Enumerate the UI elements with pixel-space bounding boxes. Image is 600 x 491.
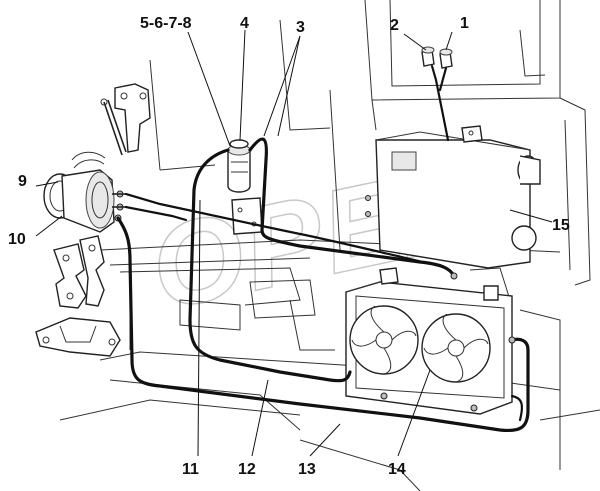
callout-12: 12 <box>238 461 256 478</box>
callout-13: 13 <box>298 461 316 478</box>
receiver-drier <box>227 139 263 235</box>
leader-lines <box>35 29 553 457</box>
callout-15: 15 <box>552 217 570 234</box>
callout-1: 1 <box>460 15 469 32</box>
callout-5-6-7-8: 5-6-7-8 <box>140 15 192 32</box>
ac-hoses <box>116 137 530 433</box>
callout-2: 2 <box>390 17 399 34</box>
bracket-upper <box>100 83 151 156</box>
pressure-switches <box>421 46 453 142</box>
compressor-brackets <box>35 235 121 357</box>
condenser-fans <box>345 267 513 415</box>
callout-10: 10 <box>8 231 26 248</box>
callout-9: 9 <box>18 173 27 190</box>
callout-4: 4 <box>240 15 249 32</box>
callout-14: 14 <box>388 461 406 478</box>
evaporator-unit <box>365 125 541 269</box>
compressor <box>43 151 126 233</box>
callout-11: 11 <box>182 461 199 478</box>
callout-3: 3 <box>296 19 305 36</box>
